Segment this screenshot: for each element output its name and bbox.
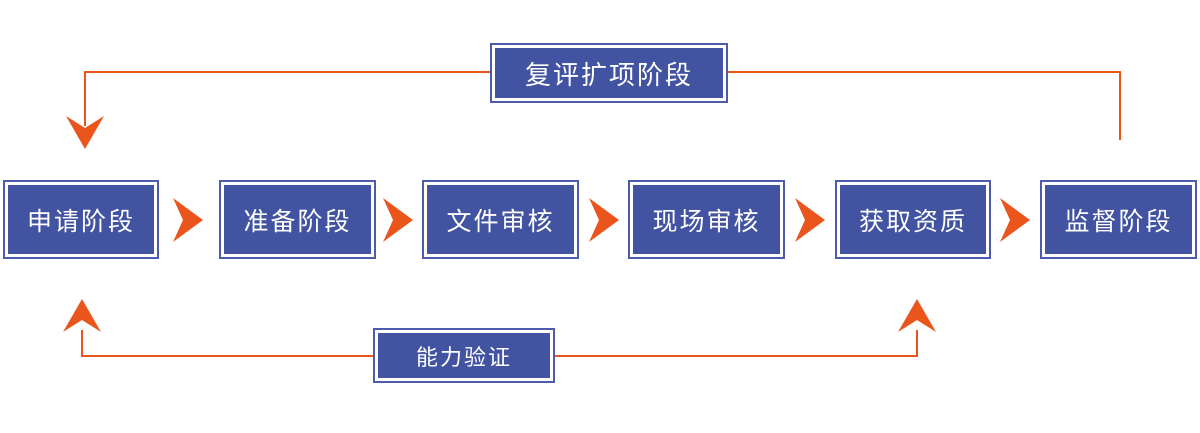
stage-application: 申请阶段 — [3, 180, 159, 259]
arrow-up-icon — [63, 299, 101, 332]
stage-label: 监督阶段 — [1064, 207, 1173, 236]
flow-chevron-icon — [795, 198, 825, 242]
stage-onsite-review: 现场审核 — [628, 180, 785, 259]
flow-chevron-icon — [1000, 198, 1030, 242]
stage-preparation: 准备阶段 — [219, 180, 376, 259]
loop-label: 能力验证 — [415, 344, 512, 370]
arrow-up-icon — [898, 299, 936, 332]
flow-chevron-icon — [589, 198, 619, 242]
arrow-down-icon — [66, 116, 104, 149]
stage-label: 文件审核 — [446, 207, 555, 236]
stage-document-review: 文件审核 — [422, 180, 579, 259]
flow-chevron-icon — [383, 198, 413, 242]
stage-obtain-qualification: 获取资质 — [835, 180, 991, 259]
stage-supervision: 监督阶段 — [1040, 180, 1197, 259]
top-loop-left-vertical-line — [84, 71, 86, 126]
loop-proficiency-testing: 能力验证 — [373, 328, 555, 383]
top-loop-right-vertical-line — [1119, 71, 1121, 140]
loop-label: 复评扩项阶段 — [524, 59, 693, 90]
stage-label: 准备阶段 — [243, 207, 352, 236]
stage-label: 申请阶段 — [26, 207, 135, 236]
flow-chevron-icon — [173, 198, 203, 242]
stage-label: 现场审核 — [652, 207, 761, 236]
bottom-loop-right-vertical-line — [916, 330, 918, 357]
stage-label: 获取资质 — [858, 207, 967, 236]
loop-reassessment-expansion: 复评扩项阶段 — [490, 43, 728, 103]
bottom-loop-left-vertical-line — [81, 330, 83, 357]
